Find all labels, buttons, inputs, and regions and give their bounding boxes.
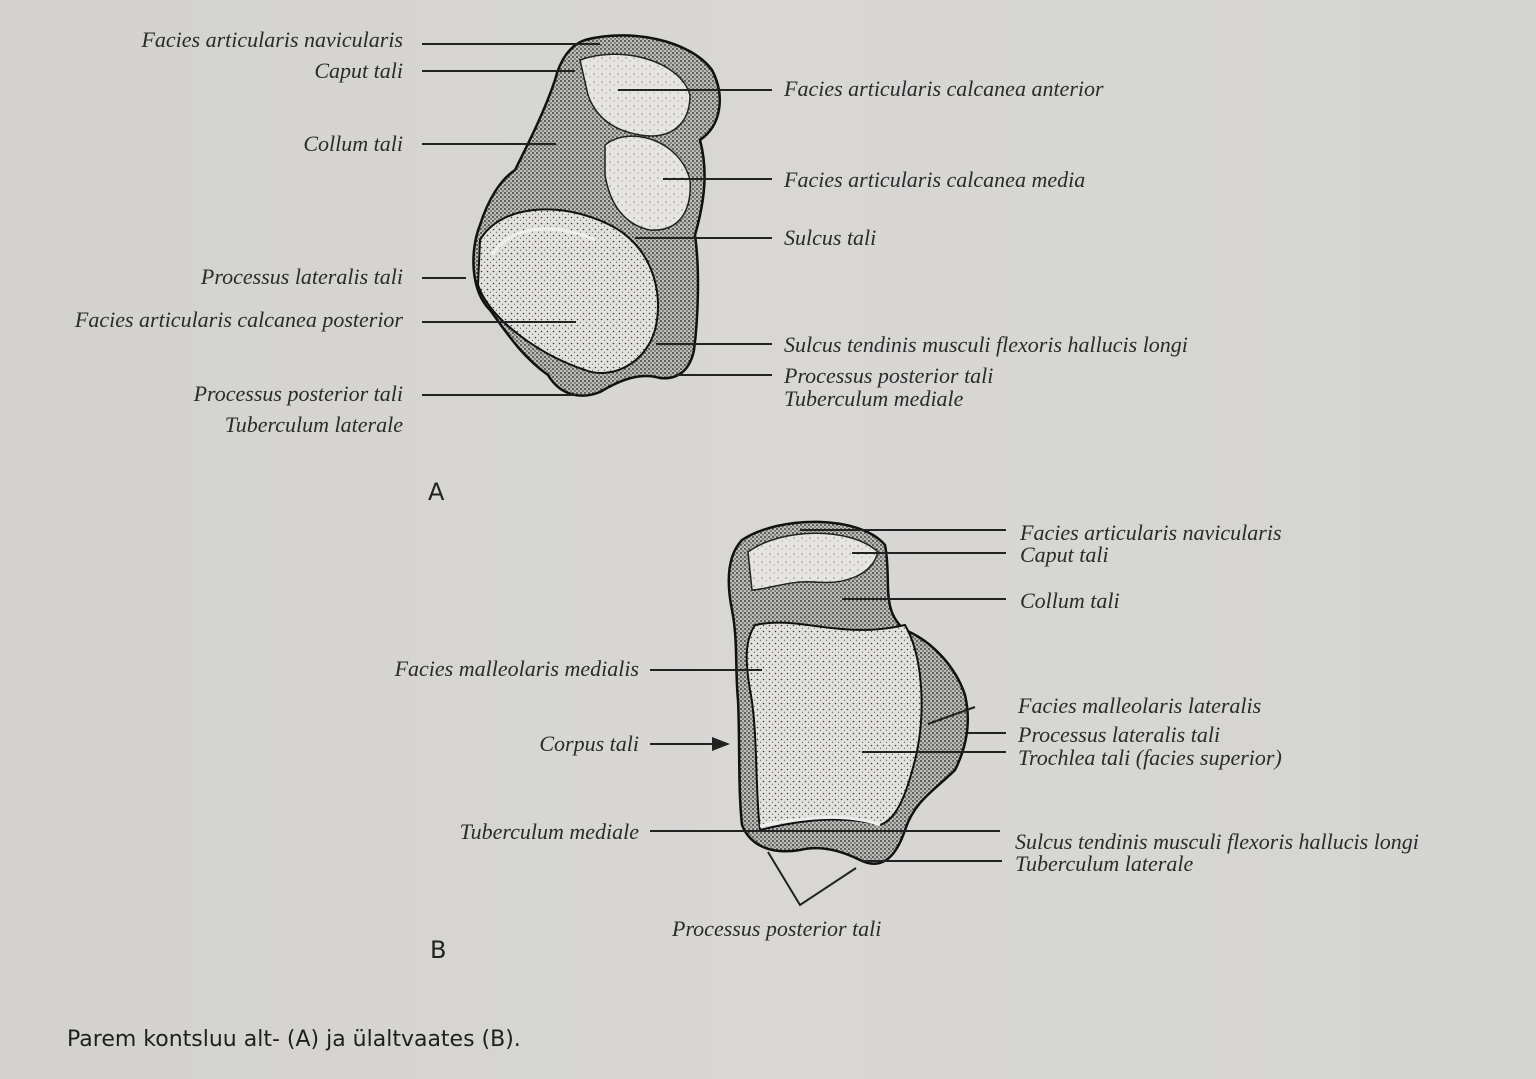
label-a-tuberculum-mediale: Tuberculum mediale [784, 386, 964, 411]
label-a-caput-tali: Caput tali [314, 58, 403, 83]
label-a-facies-articularis-calcanea-anterior: Facies articularis calcanea anterior [784, 76, 1104, 101]
label-b-processus-lateralis-tali: Processus lateralis tali [1018, 722, 1221, 747]
label-b-tuberculum-laterale: Tuberculum laterale [1015, 851, 1194, 876]
talus-inferior-view [472, 34, 721, 397]
label-b-corpus-tali: Corpus tali [539, 731, 639, 756]
label-a-collum-tali: Collum tali [303, 131, 403, 156]
panel-label-a: A [428, 478, 445, 506]
label-a-sulcus-tali: Sulcus tali [784, 225, 877, 250]
label-b-trochlea-tali: Trochlea tali (facies superior) [1018, 745, 1282, 770]
label-b-facies-malleolaris-lateralis: Facies malleolaris lateralis [1018, 693, 1262, 718]
label-b-sulcus-tendinis-flexoris-hallucis-longi: Sulcus tendinis musculi flexoris halluci… [1015, 829, 1419, 854]
label-b-processus-posterior-tali: Processus posterior tali [672, 916, 882, 941]
leader-lines-b [650, 529, 1006, 907]
talus-superior-view [727, 520, 969, 865]
panel-label-b: B [430, 936, 447, 964]
label-a-facies-articularis-calcanea-posterior: Facies articularis calcanea posterior [74, 307, 403, 332]
label-a-sulcus-tendinis-flexoris-hallucis-longi: Sulcus tendinis musculi flexoris halluci… [784, 332, 1188, 357]
label-a-processus-posterior-tali: Processus posterior tali [193, 381, 403, 406]
label-b-facies-malleolaris-medialis: Facies malleolaris medialis [394, 656, 639, 681]
label-b-collum-tali: Collum tali [1020, 588, 1120, 613]
arrow-icon [712, 737, 730, 751]
label-a-facies-articularis-calcanea-media: Facies articularis calcanea media [784, 167, 1086, 192]
figure-caption: Parem kontsluu alt- (A) ja ülaltvaates (… [67, 1027, 521, 1052]
leader-lines-a [422, 43, 772, 396]
label-b-tuberculum-mediale: Tuberculum mediale [459, 819, 639, 844]
label-a-tuberculum-laterale: Tuberculum laterale [224, 412, 403, 437]
label-a-processus-posterior-tali: Processus posterior tali [784, 363, 994, 388]
label-a-processus-lateralis-tali: Processus lateralis tali [200, 264, 403, 289]
label-b-caput-tali: Caput tali [1020, 542, 1109, 567]
label-a-facies-articularis-navicularis: Facies articularis navicularis [141, 27, 403, 52]
label-b-facies-articularis-navicularis: Facies articularis navicularis [1020, 520, 1282, 545]
